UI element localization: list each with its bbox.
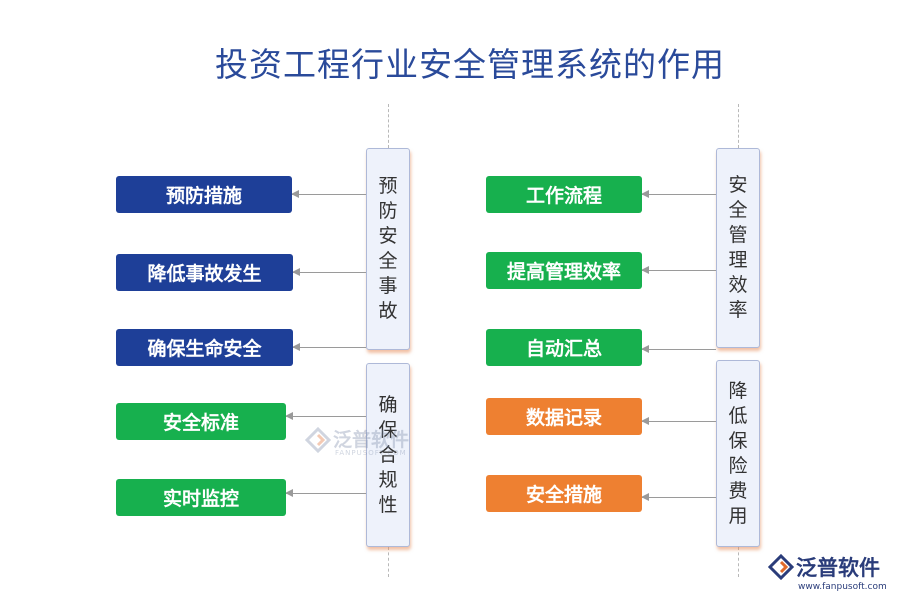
logo-url: www.fanpusoft.com — [798, 582, 887, 592]
logo-icon — [768, 554, 794, 580]
category-label-char: 全 — [378, 250, 398, 272]
category-prevent-accidents: 预防安全事故 — [366, 148, 410, 350]
logo-name: 泛普软件 — [796, 556, 880, 580]
category-label-char: 降 — [728, 379, 748, 402]
logo-icon — [305, 427, 331, 453]
category-label-char: 确 — [378, 393, 398, 416]
category-label: 降低保险费用 — [728, 379, 747, 529]
category-label-char: 故 — [378, 300, 398, 322]
item-safety-measures: 安全措施 — [486, 475, 642, 512]
category-label: 确保合规性 — [378, 393, 397, 518]
arrow-connector — [641, 345, 716, 353]
category-label-char: 预 — [378, 175, 398, 197]
arrow-connector — [285, 412, 366, 420]
item-realtime-monitoring: 实时监控 — [116, 479, 286, 516]
category-label-char: 用 — [728, 504, 748, 527]
item-workflow: 工作流程 — [486, 176, 642, 213]
arrow-connector — [285, 489, 366, 497]
watermark: 泛普软件 FANPUSOFT.COM — [305, 425, 425, 465]
item-prevention-measures: 预防措施 — [116, 176, 292, 213]
item-data-records: 数据记录 — [486, 398, 642, 435]
item-ensure-life-safety: 确保生命安全 — [116, 329, 293, 366]
arrow-connector — [641, 266, 716, 274]
dashed-guide-right-bottom — [738, 547, 739, 577]
arrow-connector — [291, 190, 366, 198]
category-label-char: 保 — [378, 418, 398, 441]
arrow-connector — [292, 268, 366, 276]
arrow-connector — [292, 343, 366, 351]
category-label-char: 规 — [378, 468, 398, 491]
category-label-char: 事 — [378, 275, 398, 297]
page-title: 投资工程行业安全管理系统的作用 — [215, 45, 725, 84]
category-reduce-insurance: 降低保险费用 — [716, 360, 760, 547]
category-label-char: 性 — [378, 493, 398, 516]
category-label-char: 效 — [728, 274, 748, 296]
brand-logo: 泛普软件 www.fanpusoft.com — [768, 552, 893, 597]
item-auto-summary: 自动汇总 — [486, 329, 642, 366]
category-label-char: 理 — [728, 249, 748, 271]
arrow-connector — [641, 493, 716, 501]
category-ensure-compliance: 确保合规性 — [366, 363, 410, 547]
category-label: 预防安全事故 — [378, 174, 397, 324]
item-reduce-accidents: 降低事故发生 — [116, 254, 293, 291]
dashed-guide-right — [738, 104, 739, 148]
category-label-char: 费 — [728, 479, 748, 502]
category-label-char: 保 — [728, 429, 748, 452]
arrow-connector — [641, 417, 716, 425]
category-label-char: 率 — [728, 299, 748, 321]
item-improve-efficiency: 提高管理效率 — [486, 252, 642, 289]
dashed-guide-left-bottom — [388, 547, 389, 577]
category-label-char: 安 — [728, 174, 748, 196]
item-safety-standards: 安全标准 — [116, 403, 286, 440]
watermark-name: 泛普软件 — [333, 429, 410, 451]
category-label-char: 低 — [728, 404, 748, 427]
category-label-char: 管 — [728, 224, 748, 246]
category-label-char: 安 — [378, 225, 398, 247]
category-label-char: 防 — [378, 200, 398, 222]
category-label-char: 险 — [728, 454, 748, 477]
category-management-efficiency: 安全管理效率 — [716, 148, 760, 348]
watermark-sub: FANPUSOFT.COM — [335, 449, 407, 457]
category-label-char: 合 — [378, 443, 398, 466]
arrow-connector — [641, 190, 716, 198]
category-label-char: 全 — [728, 199, 748, 221]
dashed-guide-left — [388, 104, 389, 148]
category-label: 安全管理效率 — [728, 173, 747, 323]
